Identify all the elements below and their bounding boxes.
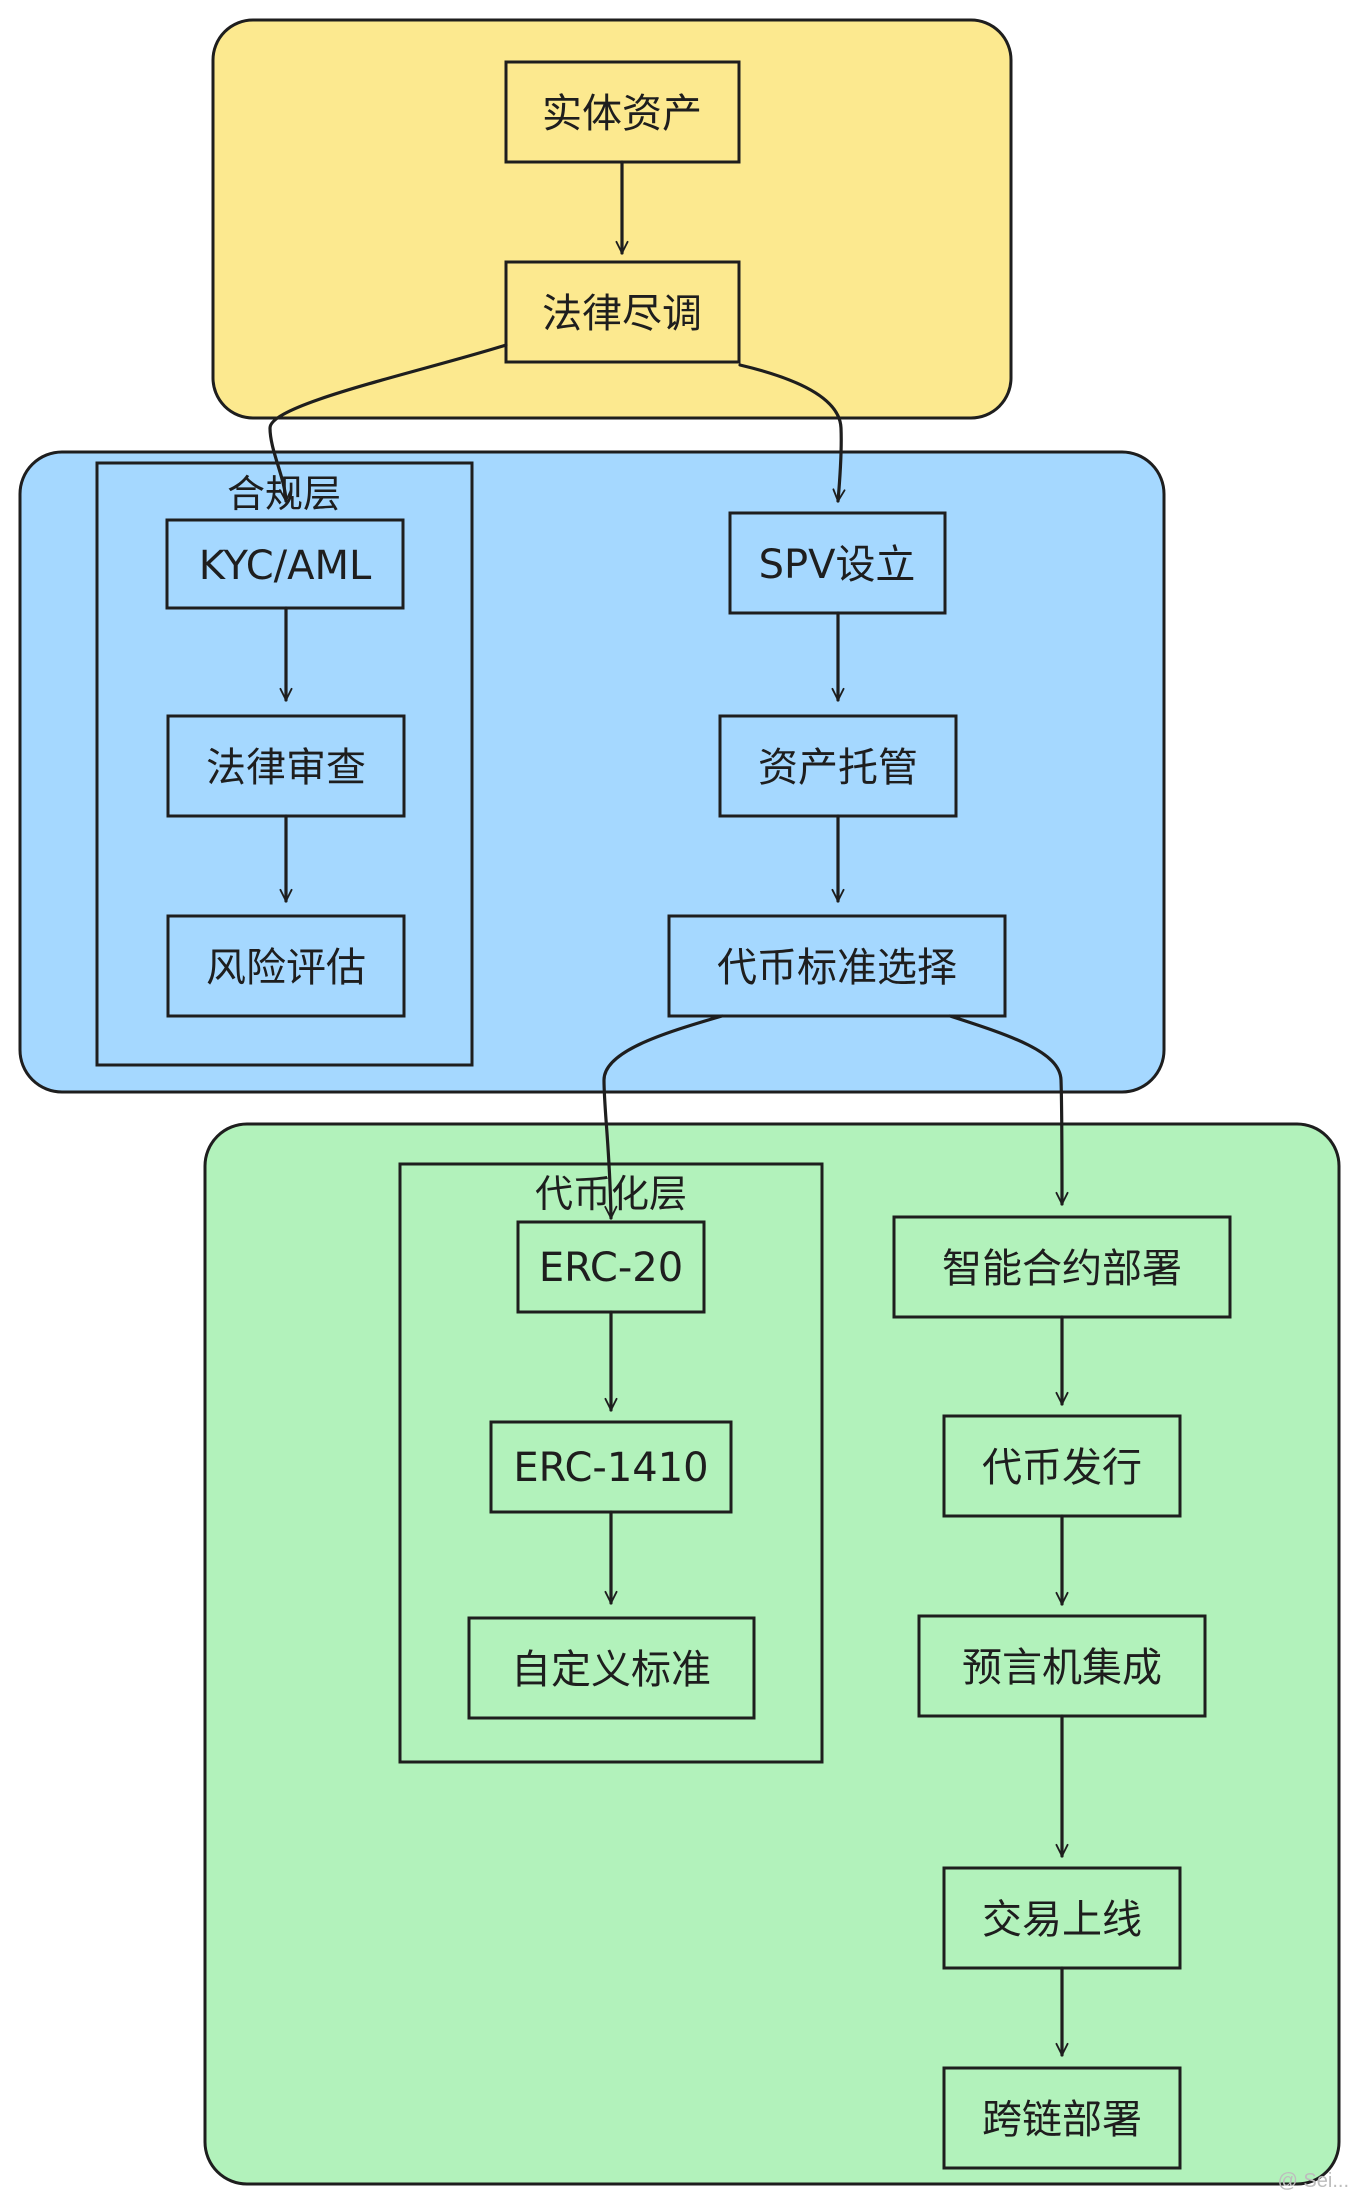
node-token-issue-label: 代币发行 [982,1445,1142,1491]
edge-legal-dd-kyc [268,343,508,503]
edges [268,160,1069,2057]
watermark-text: @ Sei... [1277,2170,1349,2192]
node-oracle[interactable]: 预言机集成 [917,1614,1207,1718]
edge-token-std-erc20 [602,1014,724,1220]
node-erc1410-label: ERC-1410 [513,1445,708,1491]
node-token-std[interactable]: 代币标准选择 [667,914,1007,1018]
node-legal-dd[interactable]: 法律尽调 [504,260,741,364]
node-crosschain[interactable]: 跨链部署 [942,2066,1182,2170]
node-risk-label: 风险评估 [206,945,366,991]
edge-legal-dd-spv [738,363,846,503]
compliance-subgraph [95,461,474,1067]
compliance-group [18,450,1166,1094]
node-contract-deploy-label: 智能合约部署 [942,1246,1182,1292]
node-legal-review-label: 法律审查 [206,745,366,791]
tokenization-subgraph [398,1162,824,1764]
node-custody-label: 资产托管 [758,745,918,791]
node-oracle-label: 预言机集成 [962,1645,1162,1691]
node-legal-review[interactable]: 法律审查 [166,714,406,818]
node-token-std-label: 代币标准选择 [717,945,957,991]
node-erc20[interactable]: ERC-20 [516,1220,706,1314]
node-crosschain-label: 跨链部署 [982,2097,1142,2143]
node-contract-deploy[interactable]: 智能合约部署 [892,1215,1232,1319]
node-listing-label: 交易上线 [982,1897,1142,1943]
node-asset[interactable]: 实体资产 [504,60,741,164]
node-risk[interactable]: 风险评估 [166,914,406,1018]
node-listing[interactable]: 交易上线 [942,1866,1182,1970]
node-kyc[interactable]: KYC/AML [165,518,405,610]
node-erc1410[interactable]: ERC-1410 [489,1420,733,1514]
edge-token-std-contract [948,1014,1069,1206]
node-custom-std[interactable]: 自定义标准 [467,1616,756,1720]
node-spv-label: SPV设立 [759,542,916,588]
node-custom-std-label: 自定义标准 [511,1647,711,1693]
node-legal-dd-label: 法律尽调 [542,291,702,337]
node-token-issue[interactable]: 代币发行 [942,1414,1182,1518]
node-erc20-label: ERC-20 [539,1245,683,1291]
node-spv[interactable]: SPV设立 [728,511,947,615]
node-custody[interactable]: 资产托管 [718,714,958,818]
node-kyc-label: KYC/AML [199,543,372,589]
node-asset-label: 实体资产 [542,91,702,137]
asset-group [211,18,1013,420]
token-group [203,1122,1341,2186]
